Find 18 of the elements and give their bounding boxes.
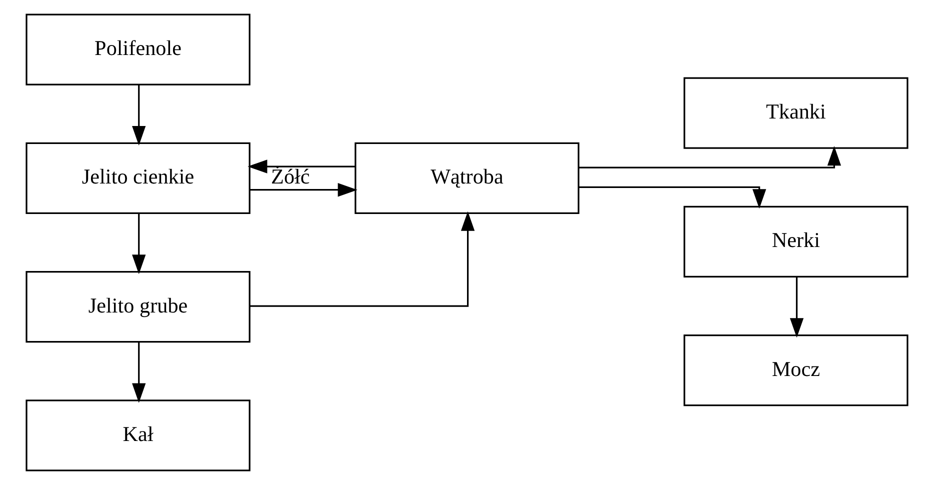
arrow — [250, 183, 358, 197]
node-box: Tkanki — [684, 77, 908, 149]
arrow — [578, 186, 766, 209]
node-box: Mocz — [684, 334, 908, 406]
edge-label: Żółć — [271, 164, 310, 188]
arrow — [132, 84, 146, 146]
node-box: Nerki — [684, 206, 908, 278]
node-box: Jelito cienkie — [26, 142, 250, 214]
arrow — [250, 211, 475, 307]
arrow — [578, 146, 842, 168]
node-box: Jelito grube — [26, 271, 250, 343]
node-box: Wątroba — [354, 142, 580, 214]
arrow — [132, 342, 146, 403]
node-box: Polifenole — [26, 14, 250, 86]
node-box: Kał — [26, 400, 250, 472]
arrow — [248, 160, 356, 174]
arrow — [132, 213, 146, 274]
arrow — [790, 276, 804, 338]
